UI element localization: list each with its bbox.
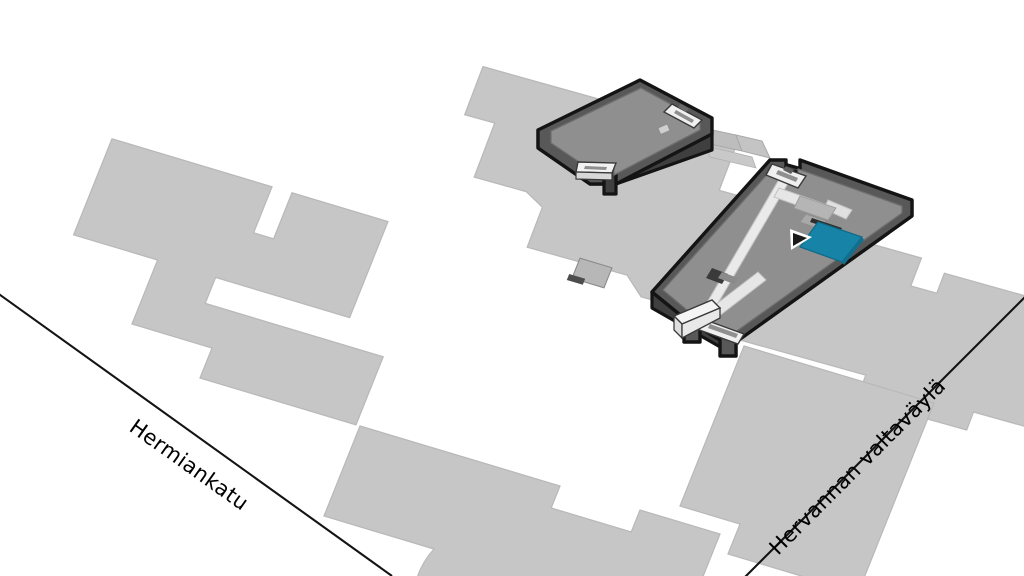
interior-wall-mark-south bbox=[718, 272, 738, 284]
interior-room-block-a bbox=[793, 195, 837, 221]
highlighted-room-edge-shade bbox=[842, 237, 864, 265]
building-upper-courtyard-shadow bbox=[566, 274, 586, 285]
entrance-n-door-mark bbox=[776, 170, 798, 182]
paved-area-west bbox=[72, 138, 389, 426]
connector-segment-c bbox=[705, 145, 757, 169]
exterior-skyway-bridge bbox=[672, 299, 722, 340]
paved-area-south bbox=[323, 425, 721, 576]
location-marker[interactable] bbox=[790, 229, 812, 250]
building-lower-entrance-north[interactable] bbox=[765, 163, 808, 189]
location-marker-triangle-icon bbox=[793, 233, 807, 246]
hervannan-valtavayla-line bbox=[744, 296, 1024, 576]
entrance-ne-step bbox=[678, 104, 689, 112]
building-upper-entrance-southwest[interactable] bbox=[575, 161, 618, 181]
building-lower[interactable] bbox=[650, 158, 914, 358]
interior-wall-mark-southwest bbox=[706, 268, 728, 284]
building-upper[interactable] bbox=[536, 78, 714, 289]
entrance-sw-door-mark bbox=[584, 166, 607, 170]
building-upper-roof-vent-1 bbox=[657, 124, 671, 135]
skyway-front-face bbox=[681, 307, 721, 340]
entrance-ne-door-mark bbox=[674, 110, 694, 123]
entrance-sw-front bbox=[575, 171, 613, 181]
paved-area-east bbox=[679, 345, 935, 576]
building-upper-entrance-northeast[interactable] bbox=[662, 103, 704, 129]
entrance-s-door-mark bbox=[708, 324, 738, 338]
hermiankatu-line bbox=[0, 293, 393, 576]
connector-segment-b bbox=[735, 134, 771, 159]
paved-site-area-group bbox=[72, 65, 1024, 576]
entrance-n-step bbox=[783, 166, 794, 174]
building-upper-roof-inner bbox=[550, 87, 701, 176]
